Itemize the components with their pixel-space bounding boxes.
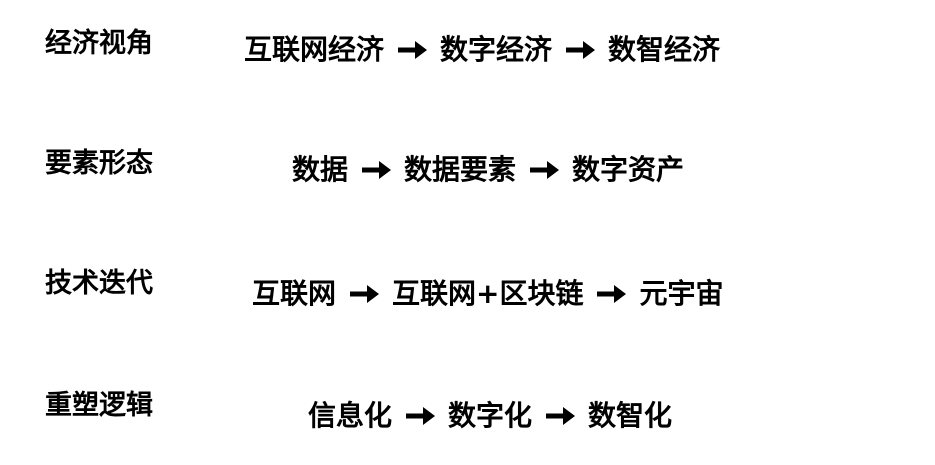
row-technology-iteration: 技术迭代 互联网 互联网+区块链 元宇宙 [0, 264, 935, 314]
flow: 数据 数据要素 数字资产 [292, 148, 684, 192]
row-economic-perspective: 经济视角 互联网经济 数字经济 数智经济 [0, 24, 935, 74]
row-label: 重塑逻辑 [45, 390, 153, 421]
arrow-right-icon [350, 272, 380, 316]
flow-step: 信息化 [308, 399, 393, 432]
row-label: 经济视角 [45, 28, 153, 59]
arrow-right-icon [398, 28, 428, 72]
flow-step: 数字资产 [572, 153, 685, 186]
flow-step: 数字化 [448, 399, 533, 432]
flow-step: 互联网经济 [244, 33, 385, 66]
flow: 互联网经济 数字经济 数智经济 [244, 28, 720, 72]
flow-step: 数据 [292, 153, 349, 186]
flow-step: 元宇宙 [639, 277, 724, 310]
row-label: 要素形态 [45, 148, 153, 179]
flow-step: 数字经济 [440, 33, 553, 66]
flow: 信息化 数字化 数智化 [308, 394, 672, 438]
row-factor-form: 要素形态 数据 数据要素 数字资产 [0, 144, 935, 194]
row-reshaping-logic: 重塑逻辑 信息化 数字化 数智化 [0, 386, 935, 436]
flow-step: 数智经济 [608, 33, 721, 66]
flow-step: 数智化 [588, 399, 673, 432]
flow-step: 数据要素 [404, 153, 517, 186]
arrow-right-icon [362, 148, 392, 192]
flow-step: 互联网+区块链 [392, 277, 584, 310]
arrow-right-icon [566, 28, 596, 72]
arrow-right-icon [597, 272, 627, 316]
arrow-right-icon [530, 148, 560, 192]
arrow-right-icon [406, 394, 436, 438]
flow: 互联网 互联网+区块链 元宇宙 [252, 272, 724, 316]
arrow-right-icon [546, 394, 576, 438]
flow-step: 互联网 [252, 277, 337, 310]
row-label: 技术迭代 [45, 268, 153, 299]
